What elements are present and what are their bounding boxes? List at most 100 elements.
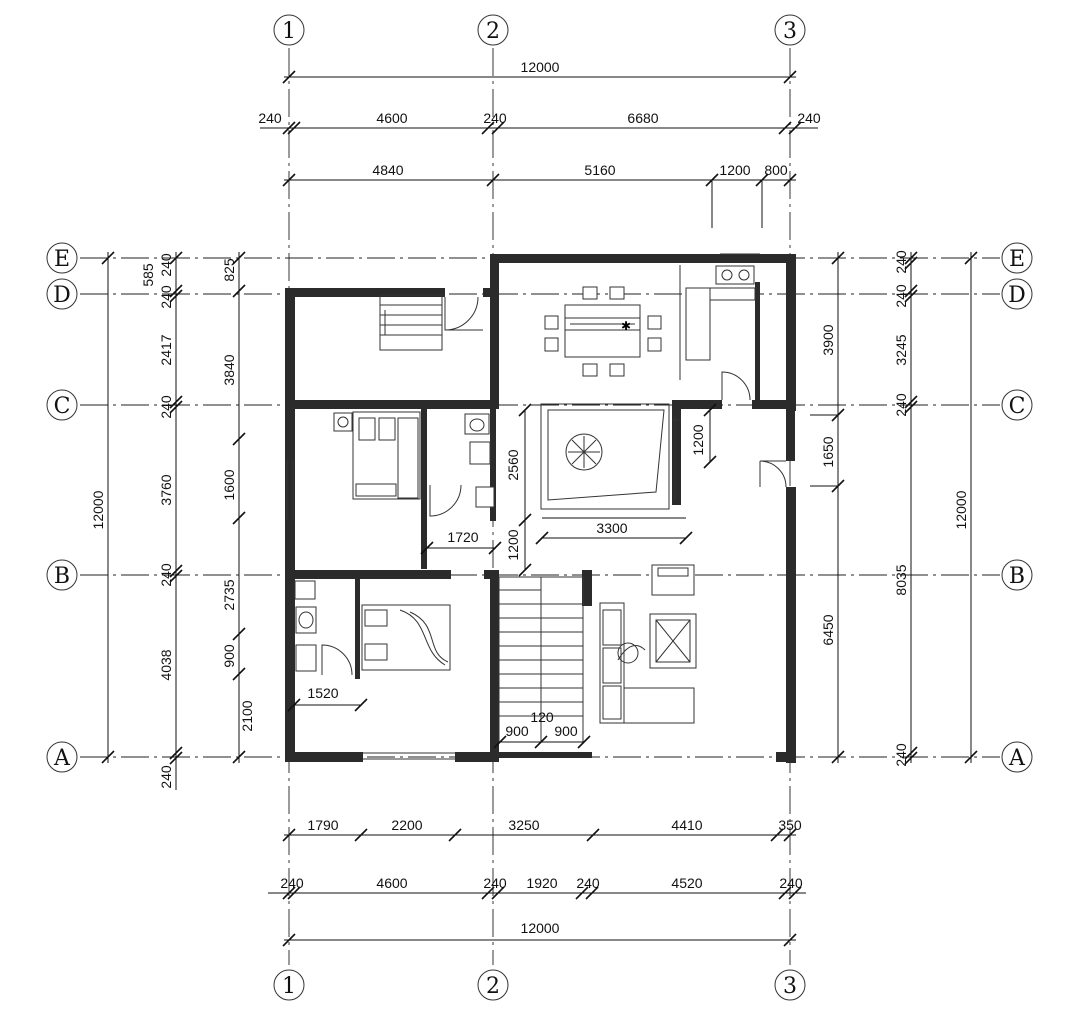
axis-bubble-right-B: B — [1001, 559, 1033, 591]
svg-text:2: 2 — [486, 974, 500, 999]
dim-right-1-c: 6450 — [820, 614, 836, 645]
svg-text:D: D — [1008, 283, 1026, 308]
svg-text:E: E — [54, 247, 70, 272]
dim-interior-900a: 900 — [505, 723, 529, 739]
svg-text:2: 2 — [486, 19, 500, 44]
dim-top-2-b: 4600 — [376, 110, 407, 126]
bathroom-lower — [287, 580, 368, 712]
atrium — [540, 403, 787, 510]
dining-table: ✱ — [544, 286, 662, 377]
walls — [285, 253, 796, 763]
bedroom-lower — [361, 604, 451, 671]
dim-bottom-2-f: 4520 — [671, 875, 702, 891]
dim-left-overall: 12000 — [90, 490, 106, 529]
dim-top-3-c: 1200 — [719, 162, 750, 178]
dim-left-4-f: 2100 — [239, 700, 255, 731]
dim-bottom-2-a: 240 — [280, 875, 304, 891]
dim-left-3-c: 240 — [158, 395, 174, 419]
dim-right-2-e: 8035 — [893, 564, 909, 595]
dim-top-overall: 12000 — [521, 59, 560, 75]
svg-text:1: 1 — [282, 974, 296, 999]
axis-bubbles: 1 2 3 1 2 3 E D C B A E D C B A — [46, 14, 1033, 1001]
dim-bottom-1-d: 4410 — [671, 817, 702, 833]
svg-text:✱: ✱ — [621, 319, 631, 333]
upper-stair — [379, 294, 483, 351]
svg-text:B: B — [54, 564, 70, 589]
axis-bubble-left-C: C — [46, 389, 78, 421]
dim-left-2-a: 585 — [140, 263, 156, 287]
dim-left-4-e: 900 — [221, 644, 237, 668]
dim-bottom-1-b: 2200 — [391, 817, 422, 833]
dim-interior-1200a: 1200 — [690, 424, 706, 455]
svg-text:A: A — [53, 746, 71, 771]
dim-left-4-a: 825 — [221, 258, 237, 282]
dim-top-3-b: 5160 — [584, 162, 615, 178]
dim-right-1-a: 3900 — [820, 324, 836, 355]
dim-left-3-d: 240 — [158, 563, 174, 587]
dimension-right: 3900 1650 6450 240 240 3245 240 8035 240… — [810, 250, 978, 767]
dim-top-2-e: 240 — [797, 110, 821, 126]
axis-bubble-right-E: E — [1001, 242, 1033, 274]
interior-dims: 2560 1200 1720 1200 3300 1520 900 120 90… — [307, 403, 717, 739]
axis-bubble-top-2: 2 — [477, 14, 509, 46]
dim-right-1-b: 1650 — [820, 436, 836, 467]
dim-left-3-a: 240 — [158, 253, 174, 277]
dim-left-2-b: 2417 — [158, 334, 174, 365]
dim-interior-900b: 900 — [554, 723, 578, 739]
bathroom-upper — [420, 413, 502, 555]
svg-text:D: D — [53, 283, 71, 308]
dimension-left: 12000 585 2417 3760 4038 240 240 240 240… — [90, 251, 255, 790]
dim-left-4-d: 2735 — [221, 579, 237, 610]
dim-interior-3300: 3300 — [596, 520, 627, 536]
svg-text:C: C — [54, 394, 71, 419]
dim-right-2-c: 3245 — [893, 334, 909, 365]
axis-bubble-left-D: D — [46, 278, 78, 310]
svg-text:C: C — [1009, 394, 1026, 419]
svg-text:3: 3 — [783, 974, 797, 999]
axis-bubble-top-3: 3 — [774, 14, 806, 46]
dim-right-2-a: 240 — [893, 250, 909, 274]
axis-bubble-bottom-2: 2 — [477, 969, 509, 1001]
dim-right-2-f: 240 — [893, 743, 909, 767]
axis-bubble-top-1: 1 — [273, 14, 305, 46]
dim-left-extra: 240 — [158, 765, 174, 789]
dim-left-2-c: 3760 — [158, 474, 174, 505]
axis-bubble-right-A: A — [1001, 741, 1033, 773]
dim-left-4-b: 3840 — [221, 354, 237, 385]
dim-bottom-2-c: 240 — [483, 875, 507, 891]
bedroom-upper — [333, 411, 421, 500]
living-room — [599, 564, 697, 724]
dim-left-4-c: 1600 — [221, 469, 237, 500]
dim-right-2-d: 240 — [893, 393, 909, 417]
svg-text:3: 3 — [783, 19, 797, 44]
dim-bottom-1-a: 1790 — [307, 817, 338, 833]
dim-bottom-1-e: 350 — [778, 817, 802, 833]
dim-top-3-d: 800 — [764, 162, 788, 178]
axis-bubble-left-B: B — [46, 559, 78, 591]
dim-interior-120: 120 — [530, 709, 554, 725]
svg-text:B: B — [1009, 564, 1025, 589]
dim-bottom-2-e: 240 — [576, 875, 600, 891]
grid-lines — [80, 48, 1000, 965]
dim-left-3-b: 240 — [158, 285, 174, 309]
dim-top-2-c: 240 — [483, 110, 507, 126]
dim-bottom-2-b: 4600 — [376, 875, 407, 891]
dim-top-2-a: 240 — [258, 110, 282, 126]
dim-bottom-1-c: 3250 — [508, 817, 539, 833]
svg-text:E: E — [1009, 247, 1025, 272]
dim-interior-1720: 1720 — [447, 529, 478, 545]
dim-interior-2560: 2560 — [505, 449, 521, 480]
dim-bottom-overall: 12000 — [521, 920, 560, 936]
dim-right-2-b: 240 — [893, 284, 909, 308]
svg-text:1: 1 — [282, 19, 296, 44]
axis-bubble-left-A: A — [46, 741, 78, 773]
axis-bubble-left-E: E — [46, 242, 78, 274]
axis-bubble-right-C: C — [1001, 389, 1033, 421]
dim-interior-1520: 1520 — [307, 685, 338, 701]
dim-right-overall: 12000 — [953, 490, 969, 529]
main-stair — [493, 517, 693, 749]
axis-bubble-bottom-3: 3 — [774, 969, 806, 1001]
dim-bottom-2-g: 240 — [779, 875, 803, 891]
dimension-bottom: 1790 2200 3250 4410 350 240 4600 240 192… — [268, 817, 806, 947]
